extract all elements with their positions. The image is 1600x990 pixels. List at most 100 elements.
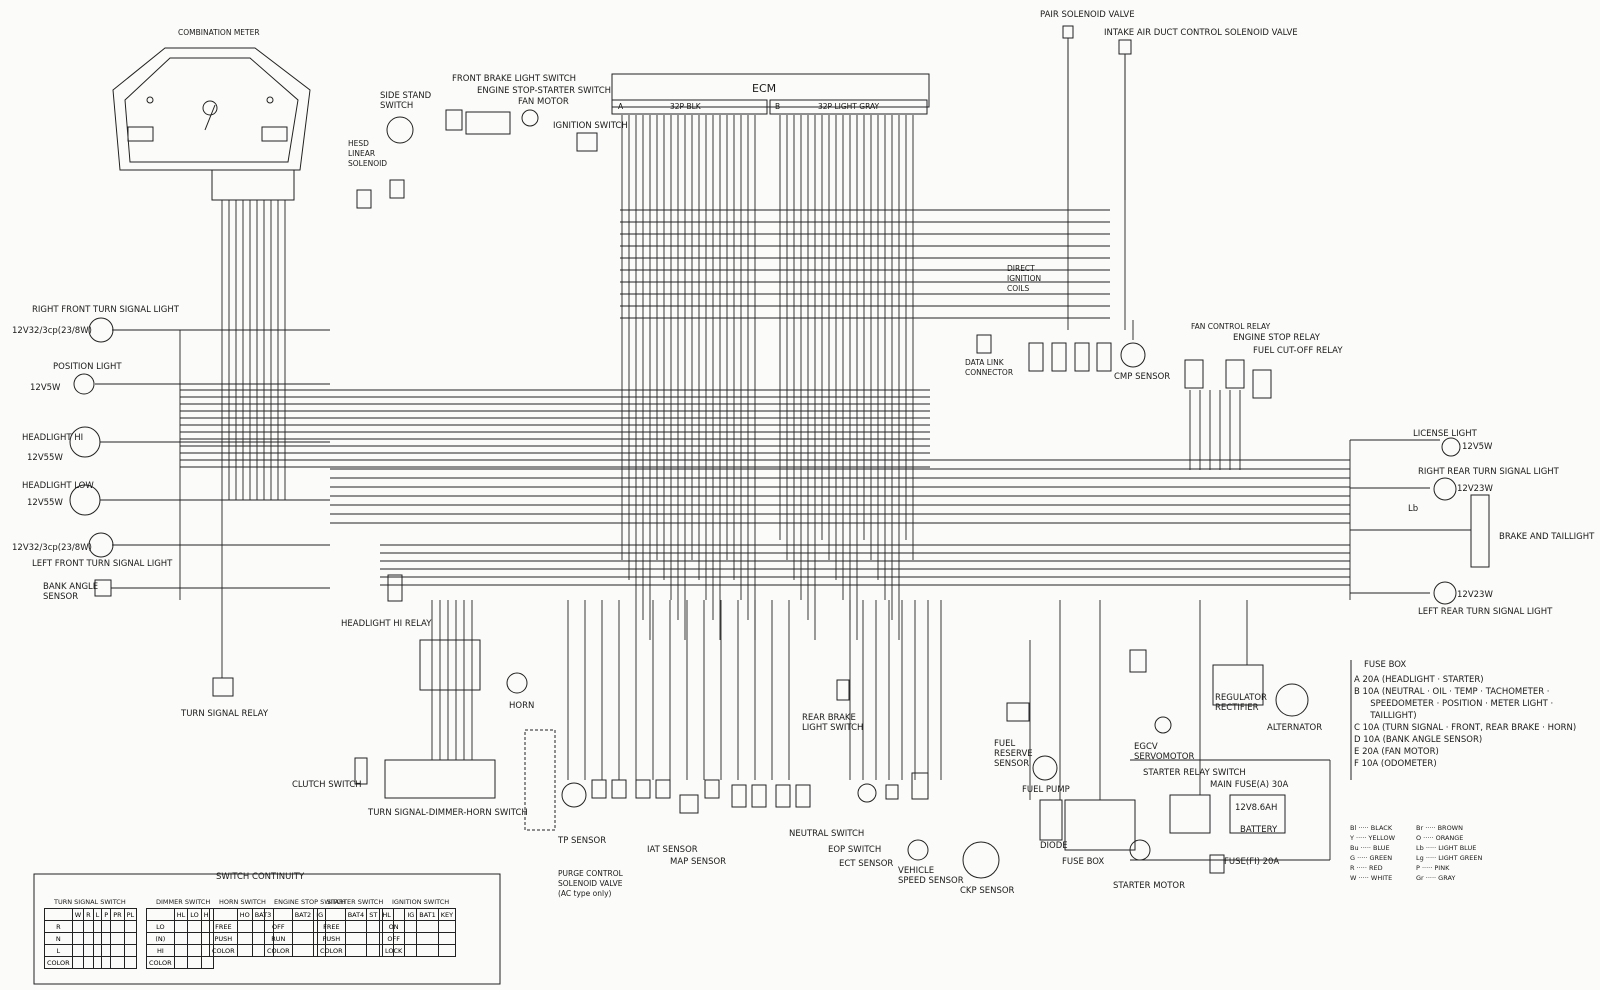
- switch-table-cell: [236, 920, 253, 933]
- switch-table-cell: [110, 920, 125, 933]
- switch-table-cell: [344, 932, 368, 945]
- battery-label: BATTERY: [1240, 825, 1278, 835]
- tp-sensor-label: TP SENSOR: [558, 836, 607, 846]
- ecm-connector-b: 32P LIGHT GRAY: [818, 102, 880, 111]
- switch-table-cell: [437, 932, 457, 945]
- color-code-entry: Lb ····· LIGHT BLUE: [1416, 844, 1477, 852]
- regulator-rectifier-box: [1212, 664, 1264, 706]
- headlight-hi-bulb: [70, 427, 100, 457]
- rear-brake-light-switch-label: REAR BRAKE LIGHT SWITCH: [802, 713, 864, 733]
- headlight-low-spec: 12V55W: [27, 498, 63, 508]
- fan-motor-symbol: [521, 109, 539, 127]
- starter-motor-label: STARTER MOTOR: [1113, 881, 1186, 891]
- switch-table-cell: [83, 956, 94, 969]
- switch-table-header: PR: [110, 908, 125, 921]
- fuel-reserve-sensor-label: FUEL RESERVE SENSOR: [994, 739, 1033, 769]
- switch-table-header: BAT4: [344, 908, 368, 921]
- position-light-spec: 12V5W: [30, 383, 61, 393]
- starter-relay-switch-label: STARTER RELAY SWITCH: [1143, 768, 1246, 778]
- diode-label: DIODE: [1040, 841, 1068, 851]
- switch-table-row-label: R: [44, 920, 73, 933]
- right-front-turn-spec: 12V32/3cp(23/8W): [12, 326, 92, 336]
- data-link-connector-label: DATA LINK CONNECTOR: [965, 358, 1014, 377]
- fuse-item: F 10A (ODOMETER): [1354, 759, 1437, 769]
- switch-table-cell: [291, 920, 315, 933]
- switch-table-cell: [110, 956, 125, 969]
- switch-table-row-label: FREE: [209, 920, 238, 933]
- switch-table-cell: [366, 920, 381, 933]
- ckp-sensor-symbol: [962, 841, 1000, 879]
- neutral-switch-symbol: [857, 783, 877, 803]
- right-rear-turn-label: RIGHT REAR TURN SIGNAL LIGHT: [1418, 467, 1559, 477]
- fuse-item: TAILLIGHT): [1354, 711, 1417, 721]
- main-fuse-label: MAIN FUSE(A) 30A: [1210, 780, 1289, 790]
- ecm-connector-a-letter: A: [618, 102, 624, 111]
- switch-table-cell: [437, 920, 457, 933]
- fuel-pump-symbol: [1032, 755, 1058, 781]
- color-code-entry: Y ····· YELLOW: [1350, 834, 1396, 842]
- right-front-turn-label: RIGHT FRONT TURN SIGNAL LIGHT: [32, 305, 179, 315]
- switch-table-title: TURN SIGNAL SWITCH: [54, 898, 126, 906]
- switch-table-header: [381, 908, 406, 921]
- horn-symbol: [506, 672, 528, 694]
- color-code-entry: P ····· PINK: [1416, 864, 1450, 872]
- switch-table-row-label: LO: [146, 920, 175, 933]
- position-light-bulb: [73, 373, 95, 395]
- regulator-rectifier-label: REGULATOR RECTIFIER: [1215, 693, 1267, 713]
- neutral-switch-label: NEUTRAL SWITCH: [789, 829, 865, 839]
- color-code-entry: Bl ····· BLACK: [1350, 824, 1393, 832]
- lb-wire-label: Lb: [1408, 504, 1419, 514]
- switch-table-title: DIMMER SWITCH: [156, 898, 211, 906]
- switch-table-row-label: COLOR: [44, 956, 73, 969]
- switch-table-cell: [173, 944, 189, 957]
- map-sensor-label: MAP SENSOR: [670, 857, 727, 867]
- fuel-pump-label: FUEL PUMP: [1022, 785, 1070, 795]
- switch-table-header: KEY: [437, 908, 457, 921]
- switch-table-header: HO: [236, 908, 253, 921]
- switch-table-header: LO: [187, 908, 202, 921]
- switch-table-header: BAT2: [291, 908, 315, 921]
- engine-stop-starter-switch-label: ENGINE STOP-STARTER SWITCH: [477, 86, 612, 96]
- switch-table-cell: [187, 920, 202, 933]
- switch-table-cell: [173, 932, 189, 945]
- switch-table-cell: [200, 956, 214, 969]
- switch-table-cell: [123, 932, 138, 945]
- switch-table-cell: [236, 932, 253, 945]
- fuse-item: E 20A (FAN MOTOR): [1354, 747, 1439, 757]
- fan-control-relay-label: FAN CONTROL RELAY: [1191, 322, 1271, 331]
- license-light-spec: 12V5W: [1462, 442, 1493, 452]
- combination-meter-outline: [113, 48, 310, 170]
- switch-table-cell: [71, 932, 85, 945]
- components: [70, 25, 1490, 879]
- front-brake-light-switch-label: FRONT BRAKE LIGHT SWITCH: [452, 74, 577, 84]
- left-rear-spec: 12V23W: [1457, 590, 1493, 600]
- switch-table-cell: [101, 956, 112, 969]
- ecm-title: ECM: [752, 82, 777, 95]
- horn-label: HORN: [509, 701, 535, 711]
- switch-table-cell: [404, 932, 418, 945]
- color-code-entry: Br ····· BROWN: [1416, 824, 1463, 832]
- diode-box: [1039, 799, 1063, 841]
- combination-meter-inner: [125, 58, 298, 162]
- switch-table-cell: [71, 956, 85, 969]
- iat-sensor-label: IAT SENSOR: [647, 845, 698, 855]
- left-front-turn-bulb: [88, 532, 114, 558]
- license-light-bulb: [1441, 437, 1461, 457]
- switch-table-header: [44, 908, 73, 921]
- switch-table-cell: [123, 944, 138, 957]
- switch-table-header: PL: [123, 908, 138, 921]
- switch-table-row-label: COLOR: [209, 944, 238, 957]
- switch-table-cell: [83, 920, 94, 933]
- left-front-turn-spec: 12V32/3cp(23/8W): [12, 543, 92, 553]
- position-light-label: POSITION LIGHT: [53, 362, 122, 372]
- switch-table-row-label: COLOR: [317, 944, 346, 957]
- color-code-entry: G ····· GREEN: [1350, 854, 1393, 862]
- switch-table-title: IGNITION SWITCH: [392, 898, 450, 906]
- switch-table-cell: [71, 920, 85, 933]
- egcv-servomotor-label: EGCV SERVOMOTOR: [1134, 742, 1195, 762]
- switch-table-row-label: LOCK: [381, 944, 406, 957]
